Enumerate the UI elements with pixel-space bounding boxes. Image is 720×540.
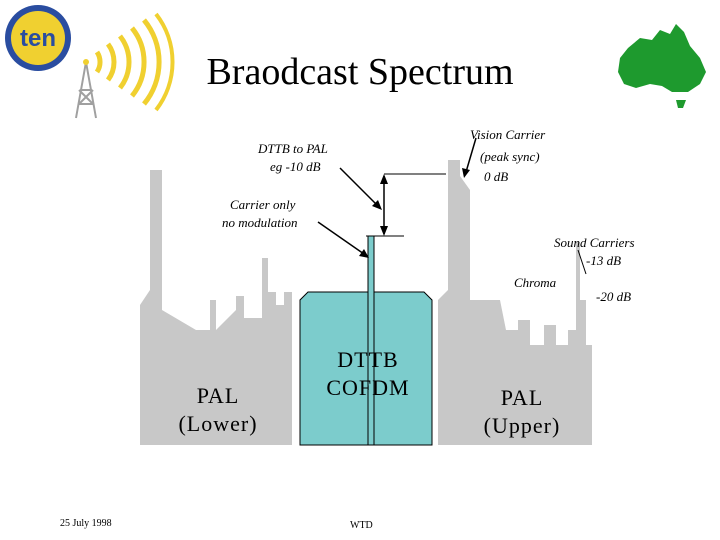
footer-author: WTD bbox=[350, 520, 373, 531]
dttb-line1: DTTB bbox=[337, 347, 399, 372]
dttb-line2: COFDM bbox=[326, 375, 410, 400]
minus20-db-label: -20 dB bbox=[596, 289, 632, 304]
carrier-only-label: Carrier only bbox=[230, 197, 296, 212]
spectrum-shape bbox=[140, 160, 592, 445]
zero-db-label: 0 dB bbox=[484, 169, 509, 184]
pal-lower-line2: (Lower) bbox=[178, 411, 258, 436]
chroma-label: Chroma bbox=[514, 275, 557, 290]
footer-date: 25 July 1998 bbox=[60, 518, 112, 529]
australia-map-icon bbox=[618, 24, 706, 108]
pal-lower-line1: PAL bbox=[196, 383, 240, 408]
callout-lines bbox=[317, 137, 587, 275]
sound-carriers-label: Sound Carriers bbox=[554, 235, 635, 250]
pal-upper-line1: PAL bbox=[500, 385, 544, 410]
logo-text: ten bbox=[20, 25, 56, 52]
peak-sync-label: (peak sync) bbox=[480, 149, 540, 164]
level-markers bbox=[366, 173, 446, 237]
dttb-cofdm-label: DTTB COFDM bbox=[312, 346, 424, 402]
dttb-to-pal-label: DTTB to PAL bbox=[258, 141, 328, 156]
pal-upper-line2: (Upper) bbox=[483, 413, 561, 438]
pal-lower-label: PAL (Lower) bbox=[168, 382, 268, 438]
pal-upper-label: PAL (Upper) bbox=[472, 384, 572, 440]
dttb-block bbox=[299, 235, 433, 446]
vision-carrier-label: Vision Carrier bbox=[470, 127, 546, 142]
page-title: Braodcast Spectrum bbox=[206, 51, 514, 93]
no-modulation-label: no modulation bbox=[222, 215, 298, 230]
minus13-db-label: -13 dB bbox=[586, 253, 622, 268]
ten-logo: ten bbox=[5, 5, 71, 71]
broadcast-tower-icon bbox=[75, 12, 175, 119]
minus10-db-label: eg -10 dB bbox=[270, 159, 321, 174]
